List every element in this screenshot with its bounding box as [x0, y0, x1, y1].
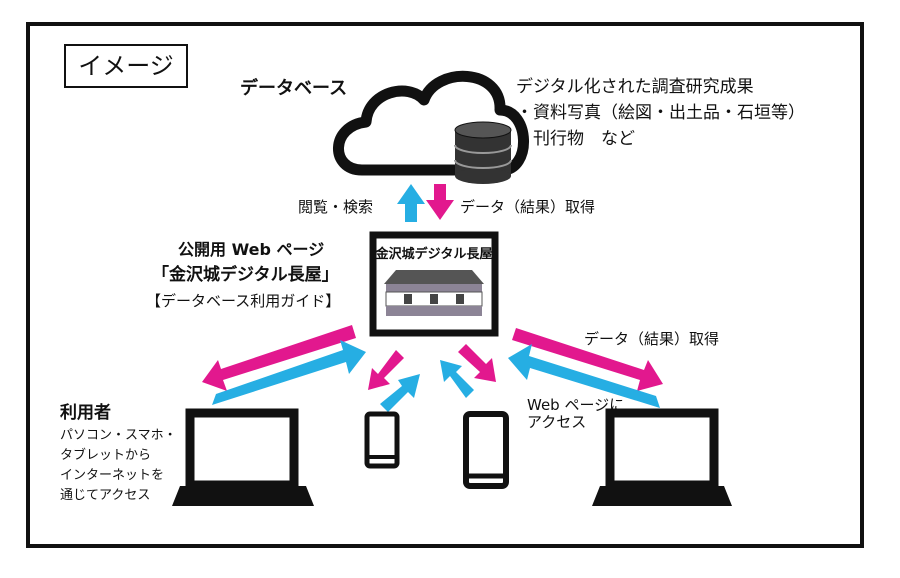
arrow-right-laptop-access [508, 344, 660, 408]
arrow-tablet-access [440, 360, 474, 398]
database-icon [454, 121, 512, 184]
data-retrieve-label-right: データ（結果）取得 [584, 330, 720, 348]
web-access-line1: Web ページに [527, 396, 625, 414]
users-title: 利用者 [60, 403, 111, 423]
arrow-phone-retrieve [368, 350, 404, 390]
database-item-publications: ・刊行物 など [516, 129, 635, 149]
database-desc-title: デジタル化された調査研究成果 [516, 77, 754, 97]
image-tag: イメージ [64, 44, 188, 88]
users-line-1: パソコン・スマホ・ [60, 428, 177, 443]
webpage-thumb-title: 金沢城デジタル長屋 [375, 246, 493, 262]
web-access-label: Web ページに アクセス [527, 397, 624, 431]
arrow-phone-access [380, 374, 420, 412]
diagram-frame [26, 22, 864, 548]
database-item-photos: ・資料写真（絵図・出土品・石垣等） [516, 103, 805, 123]
webpage-label-line1: 公開用 Web ページ [178, 240, 325, 259]
users-description: パソコン・スマホ・ タブレットから インターネットを 通じてアクセス [60, 426, 177, 506]
tablet-icon [463, 411, 509, 489]
laptop-right-icon [592, 408, 732, 506]
laptop-left-icon [172, 408, 314, 506]
web-access-line2: アクセス [527, 413, 587, 431]
smartphone-icon [364, 411, 400, 469]
arrow-down-retrieve [426, 184, 454, 220]
data-retrieve-label-top: データ（結果）取得 [460, 198, 596, 216]
arrow-up-browse [397, 184, 425, 222]
database-label: データベース [240, 78, 348, 99]
arrow-right-laptop-retrieve [512, 328, 663, 391]
arrow-left-laptop-retrieve [202, 325, 356, 391]
storehouse-icon [384, 270, 484, 316]
users-line-3: インターネットを [60, 468, 165, 483]
users-line-2: タブレットから [60, 448, 152, 463]
webpage-label-line2: 「金沢城デジタル長屋」 [152, 265, 339, 285]
arrow-left-laptop-access [212, 340, 366, 405]
webpage-label-line3: 【データベース利用ガイド】 [146, 292, 341, 310]
users-line-4: 通じてアクセス [60, 488, 151, 503]
arrow-tablet-retrieve [458, 344, 496, 382]
browse-search-label: 閲覧・検索 [298, 198, 374, 216]
